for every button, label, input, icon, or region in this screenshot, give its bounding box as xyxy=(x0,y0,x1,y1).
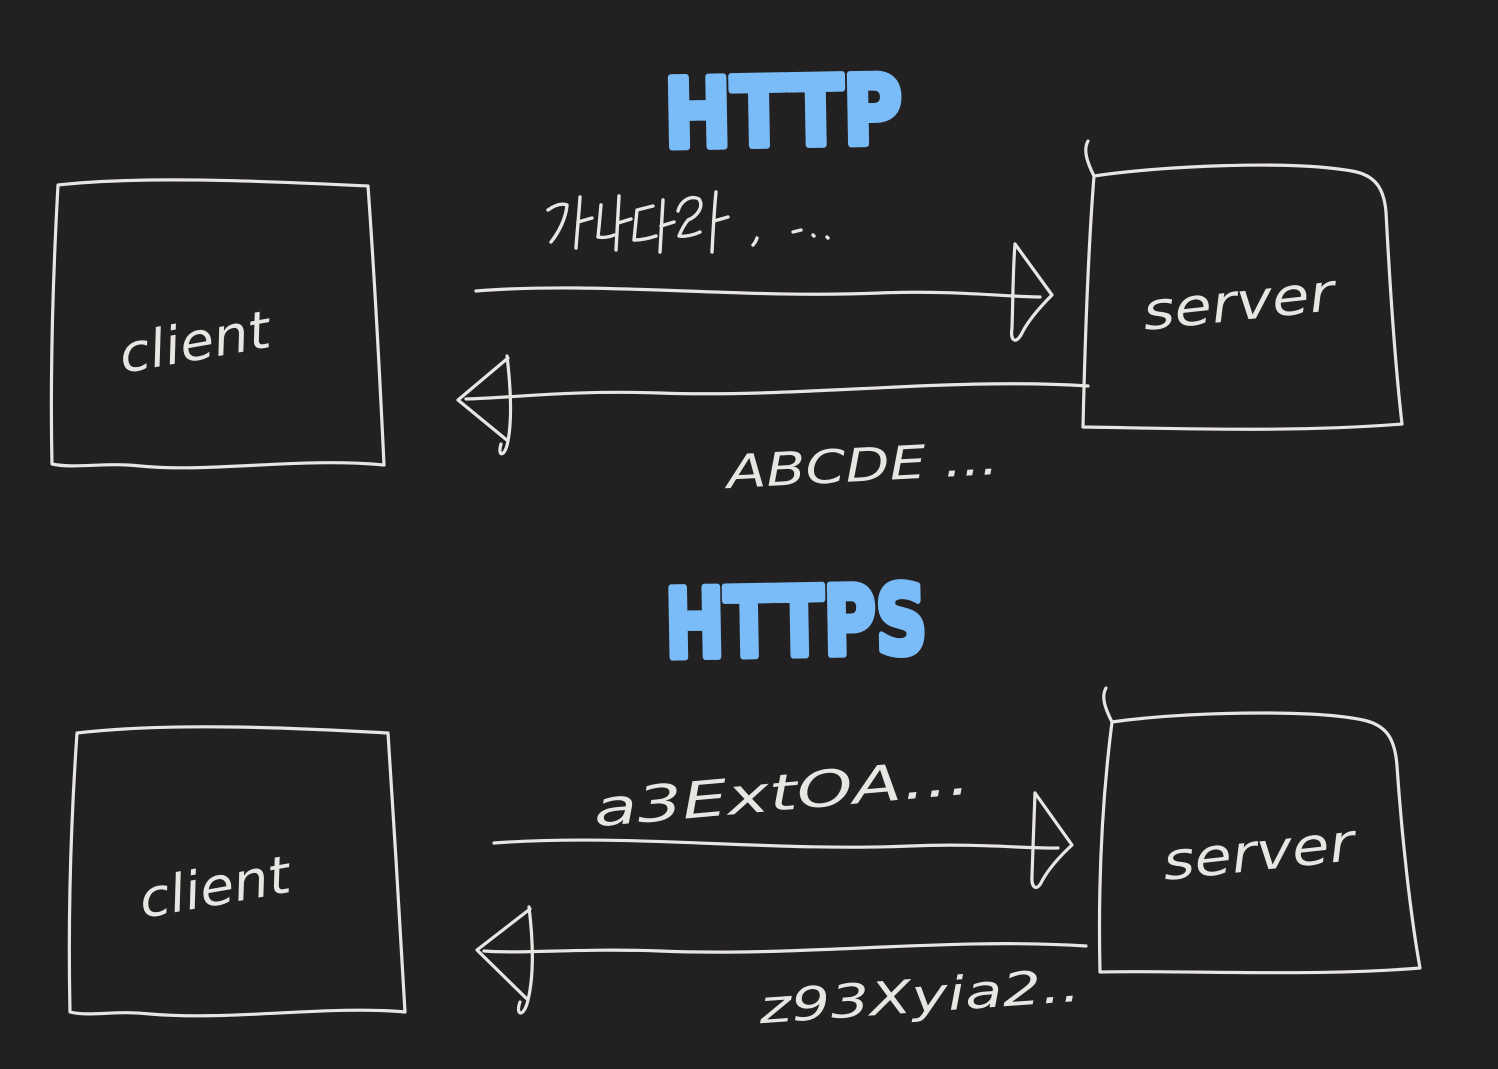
http-response-arrowhead xyxy=(456,354,513,456)
http-request-arrowhead xyxy=(1010,242,1054,342)
https-request-arrowhead xyxy=(1030,791,1074,889)
https-title: HTTPS xyxy=(664,566,928,681)
http-client-box xyxy=(49,178,386,470)
http-server-box xyxy=(1081,139,1404,431)
http-response-arrow xyxy=(456,354,1090,456)
http-request-arrow xyxy=(474,242,1054,342)
https-request-arrow xyxy=(492,791,1074,889)
http-title: HTTP xyxy=(663,56,903,170)
https-client-box xyxy=(67,725,407,1018)
http-response-arrow-shaft xyxy=(464,382,1090,401)
https-response-arrow-shaft xyxy=(482,942,1088,954)
https-request-arrow-shaft xyxy=(492,838,1060,850)
http-request-label xyxy=(546,190,830,254)
https-response-arrow xyxy=(475,905,1088,1015)
http-request-arrow-shaft xyxy=(474,286,1042,299)
https-server-box xyxy=(1097,686,1422,975)
https-response-arrowhead xyxy=(475,905,534,1015)
